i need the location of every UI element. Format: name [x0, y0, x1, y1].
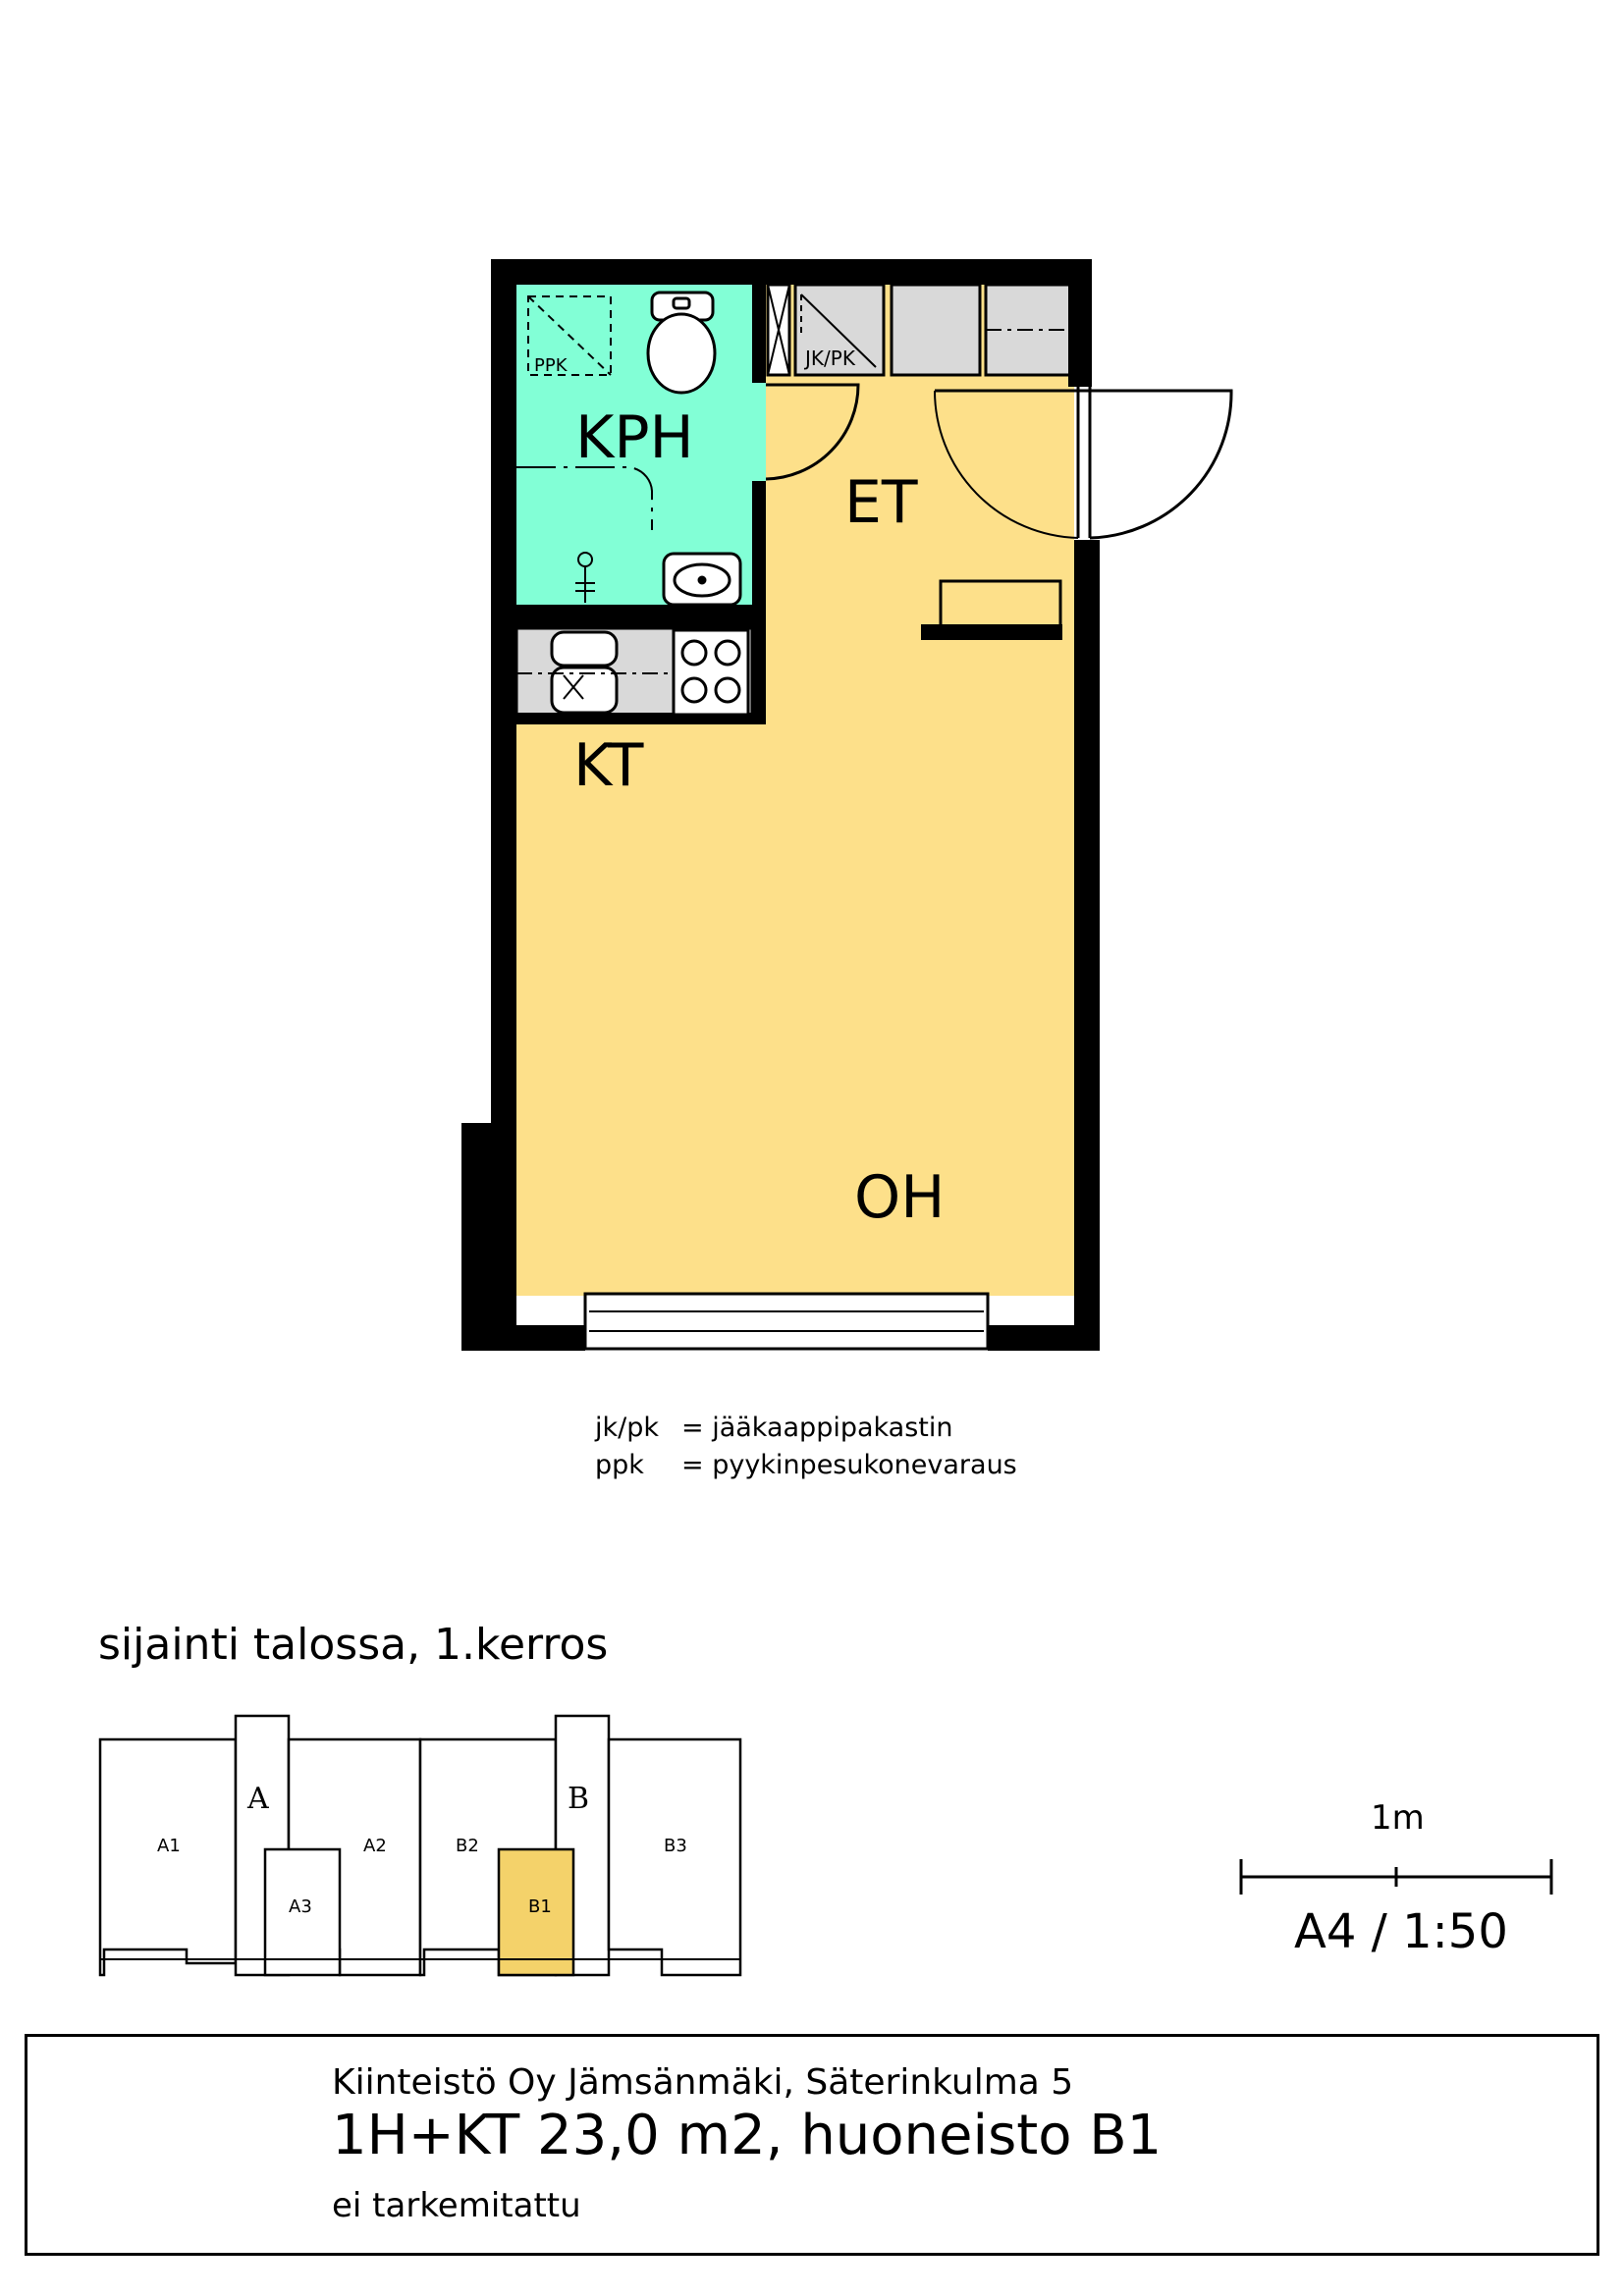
toilet-icon — [646, 291, 717, 395]
unit-a1-shape — [98, 1737, 238, 1977]
scale-bar-label: 1m — [1371, 1798, 1425, 1838]
room-label-kph: KPH — [575, 403, 694, 472]
stair-b-label: B — [568, 1782, 589, 1816]
room-label-et: ET — [844, 468, 918, 537]
stove-icon — [672, 628, 750, 717]
wardrobe-1 — [890, 283, 982, 377]
room-label-kt: KT — [573, 731, 644, 800]
unit-b3-shape — [607, 1737, 742, 1977]
shower-curtain — [516, 466, 653, 530]
window — [583, 1292, 990, 1351]
tag-ppk: PPK — [534, 355, 568, 376]
legend-value: = jääkaappipakastin — [681, 1413, 953, 1443]
measure-note: ei tarkemitattu — [332, 2186, 581, 2225]
legend-row: ppk = pyykinpesukonevaraus — [595, 1447, 1017, 1484]
entrance-door — [934, 387, 1233, 540]
walls — [461, 259, 1100, 1351]
location-plan — [98, 1714, 742, 1977]
location-title: sijainti talossa, 1.kerros — [98, 1620, 609, 1670]
apartment-title: 1H+KT 23,0 m2, huoneisto B1 — [332, 2104, 1163, 2167]
property-name: Kiinteistö Oy Jämsänmäki, Säterinkulma 5 — [332, 2062, 1074, 2103]
paper-scale: A4 / 1:50 — [1294, 1904, 1508, 1959]
sink-icon — [662, 552, 742, 607]
stair-a-label: A — [246, 1782, 269, 1816]
legend-row: jk/pk = jääkaappipakastin — [595, 1410, 1017, 1447]
scale-bar — [1239, 1859, 1553, 1895]
kitchen-sink-icon — [550, 630, 619, 715]
bathroom-door — [752, 383, 860, 481]
title-block: Kiinteistö Oy Jämsänmäki, Säterinkulma 5… — [25, 2034, 1599, 2256]
room-label-oh: OH — [854, 1163, 945, 1232]
unit-b2-label: B2 — [456, 1836, 479, 1856]
unit-a2-label: A2 — [363, 1836, 387, 1856]
unit-b3-label: B3 — [664, 1836, 687, 1856]
legend-key: jk/pk — [595, 1413, 660, 1443]
unit-a3-label: A3 — [289, 1896, 312, 1917]
tag-jkpk: JK/PK — [803, 347, 856, 370]
shower-icon — [575, 552, 595, 603]
legend: jk/pk = jääkaappipakastin ppk = pyykinpe… — [595, 1410, 1017, 1484]
legend-key: ppk — [595, 1450, 644, 1480]
unit-b1-label: B1 — [528, 1896, 552, 1917]
washer-reservation — [527, 295, 612, 376]
unit-b1-shape — [497, 1847, 575, 1977]
unit-a1-label: A1 — [157, 1836, 181, 1856]
unit-a3-shape — [263, 1847, 342, 1977]
legend-value: = pyykinpesukonevaraus — [681, 1450, 1017, 1480]
